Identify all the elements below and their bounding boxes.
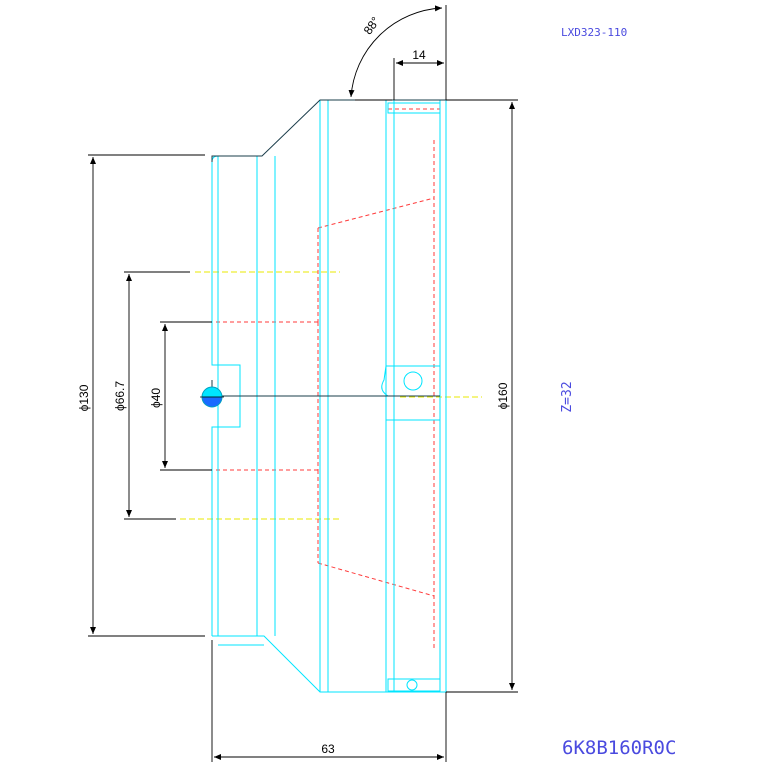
dim-width-63: 63: [321, 742, 335, 756]
teeth-count-label: Z=32: [560, 381, 575, 412]
dim-d160: ϕ160: [496, 382, 510, 409]
center-mark: [200, 386, 224, 408]
outer-profile: [211, 99, 446, 397]
dimension-lines: [88, 5, 518, 762]
dim-d66-7: ϕ66.7: [113, 381, 127, 411]
dim-width-14: 14: [412, 48, 426, 62]
dim-d130: ϕ130: [77, 384, 91, 411]
model-label: 6K8B160R0C: [562, 737, 676, 759]
dim-d40: ϕ40: [149, 388, 163, 408]
part-labels: LXD323-110 Z=32 6K8B160R0C: [560, 26, 676, 759]
dim-angle-88: 88°: [361, 14, 383, 37]
centerlines: [180, 271, 482, 520]
part-code-label: LXD323-110: [561, 26, 627, 39]
